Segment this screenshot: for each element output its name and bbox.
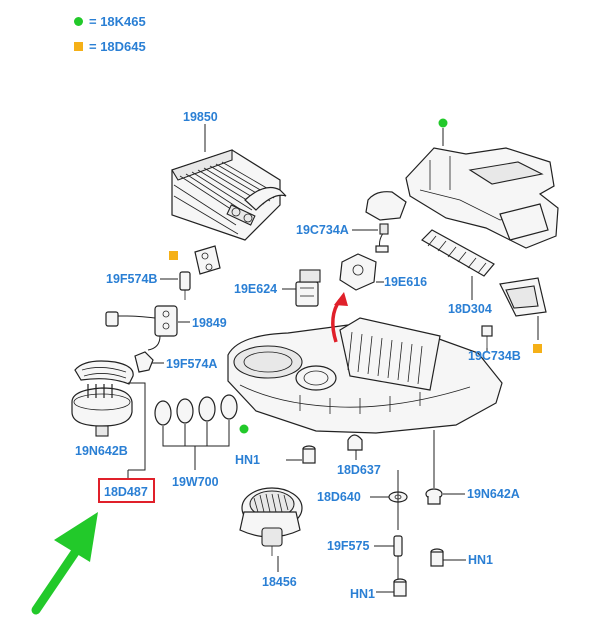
sensor-connector-icon — [481, 325, 493, 348]
label-19F574A: 19F574A — [166, 357, 217, 371]
label-18D640: 18D640 — [317, 490, 361, 504]
pin-fitting-icon — [393, 535, 403, 557]
clip-fitting-icon — [134, 351, 154, 373]
label-19E624: 19E624 — [234, 282, 277, 296]
orange-square-icon — [74, 42, 83, 51]
filter-door-icon — [499, 277, 547, 317]
block-fitting-icon — [194, 245, 221, 275]
orange-square-icon — [169, 251, 178, 260]
label-19849: 19849 — [192, 316, 227, 330]
label-19F575: 19F575 — [327, 539, 369, 553]
legend-text-orange: = 18D645 — [89, 39, 146, 54]
green-dot-icon — [239, 424, 249, 434]
legend-text-green: = 18K465 — [89, 14, 146, 29]
temperature-sensor-icon — [375, 223, 389, 253]
blower-resistor-icon — [295, 269, 321, 307]
cabin-filter-icon — [421, 229, 495, 277]
evaporator-core-icon — [171, 149, 287, 241]
upper-duct-housing-icon — [365, 147, 559, 249]
label-19F574B: 19F574B — [106, 272, 157, 286]
legend-item-green: = 18K465 — [74, 14, 146, 29]
label-19W700: 19W700 — [172, 475, 219, 489]
label-19E616: 19E616 — [384, 275, 427, 289]
blower-motor-icon — [239, 487, 303, 556]
label-19C734B: 19C734B — [468, 349, 521, 363]
green-dot-icon — [74, 17, 83, 26]
label-HN1-top: HN1 — [235, 453, 260, 467]
expansion-valve-icon — [105, 305, 178, 351]
red-arrow-icon — [331, 292, 348, 343]
valve-fitting-icon — [179, 271, 191, 300]
blend-door-actuator-icon — [339, 253, 377, 291]
cap-plug-icon — [347, 434, 363, 451]
label-19N642A: 19N642A — [467, 487, 520, 501]
label-HN1-bottom: HN1 — [350, 587, 375, 601]
label-18456: 18456 — [262, 575, 297, 589]
drain-valve-icon — [425, 488, 443, 505]
orange-square-icon — [533, 344, 542, 353]
label-19C734A: 19C734A — [296, 223, 349, 237]
label-18D487: 18D487 — [104, 485, 148, 499]
label-18D304: 18D304 — [448, 302, 492, 316]
legend-item-orange: = 18D645 — [74, 39, 146, 54]
heater-housing-icon — [227, 317, 503, 434]
label-18D637: 18D637 — [337, 463, 381, 477]
drain-hose-assembly-icon — [71, 360, 134, 437]
label-HN1-right: HN1 — [468, 553, 493, 567]
screw-icon-1 — [302, 445, 316, 464]
screw-icon-3 — [393, 578, 407, 597]
highlight-box — [98, 478, 155, 503]
label-19N642B: 19N642B — [75, 444, 128, 458]
green-dot-icon — [438, 118, 448, 128]
o-ring-set-icon — [154, 394, 238, 426]
screw-icon-2 — [430, 548, 444, 567]
green-arrow-icon — [31, 512, 98, 615]
label-19850: 19850 — [183, 110, 218, 124]
